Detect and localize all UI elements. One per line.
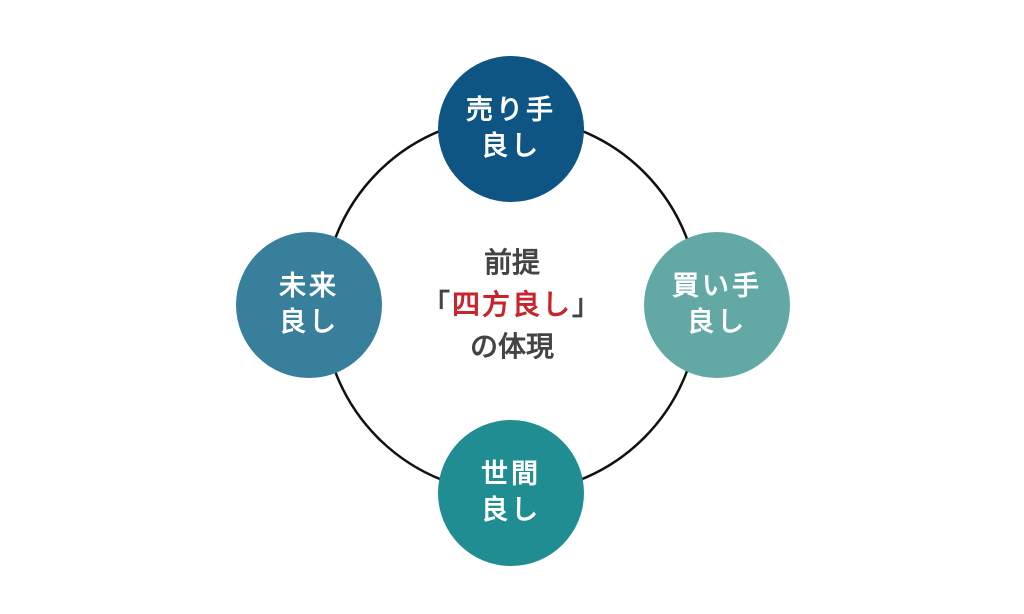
node-seller-good: 売り手 良し xyxy=(438,56,584,202)
node-future-sublabel: 良し xyxy=(279,307,339,338)
bracket-open: 「 xyxy=(421,288,452,321)
node-society-sublabel: 良し xyxy=(481,495,541,526)
node-society-label: 世間 xyxy=(481,459,541,490)
node-society-good: 世間 良し xyxy=(438,420,584,566)
four-way-good-highlight: 四方良し xyxy=(451,288,572,321)
node-buyer-sublabel: 良し xyxy=(687,307,747,338)
bracket-close: 」 xyxy=(572,288,603,321)
node-future-good: 未来 良し xyxy=(236,232,382,378)
node-future-label: 未来 xyxy=(279,271,339,302)
node-seller-sublabel: 良し xyxy=(481,131,541,162)
center-line-premise: 前提 xyxy=(483,246,540,279)
center-line-embodiment: の体現 xyxy=(469,330,554,363)
node-seller-label: 売り手 xyxy=(466,95,556,126)
center-line-four-way: 「四方良し」 xyxy=(362,284,662,326)
node-buyer-good: 買い手 良し xyxy=(644,232,790,378)
center-text: 前提 「四方良し」 の体現 xyxy=(362,242,662,368)
node-buyer-label: 買い手 xyxy=(672,271,762,302)
